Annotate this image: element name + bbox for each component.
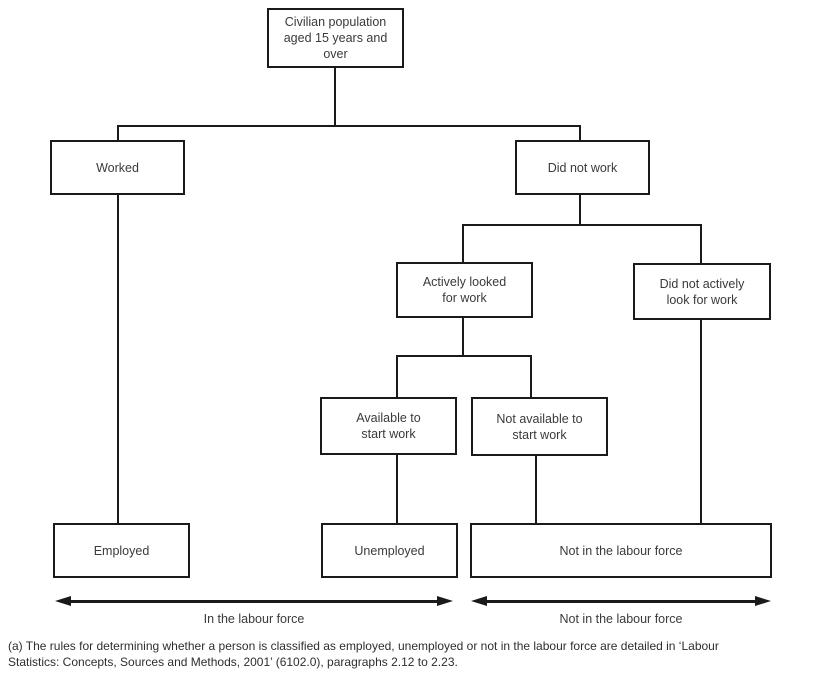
node-actively-looked-label: Actively looked for work <box>422 275 507 305</box>
node-did-not-work: Did not work <box>515 140 650 195</box>
node-civilian-population-label: Civilian population aged 15 years and ov… <box>283 15 388 61</box>
node-employed: Employed <box>53 523 190 578</box>
node-worked-label: Worked <box>96 160 139 175</box>
connector-line <box>117 125 581 127</box>
connector-line <box>700 320 702 523</box>
arrow-line <box>481 600 761 603</box>
footnote: (a) The rules for determining whether a … <box>8 639 719 669</box>
node-employed-label: Employed <box>93 543 150 558</box>
connector-line <box>535 456 537 523</box>
connector-line <box>579 125 581 140</box>
connector-line <box>396 355 398 397</box>
node-available-to-start-work: Available to start work <box>320 397 457 455</box>
node-worked: Worked <box>50 140 185 195</box>
in-labour-force-arrow <box>55 595 453 608</box>
node-not-available-to-start-work: Not available to start work <box>471 397 608 456</box>
not-in-labour-force-label: Not in the labour force <box>559 612 683 626</box>
connector-line <box>117 125 119 140</box>
in-labour-force-label: In the labour force <box>203 612 305 626</box>
connector-line <box>700 224 702 263</box>
connector-line <box>579 195 581 224</box>
connector-line <box>396 455 398 523</box>
node-did-not-work-label: Did not work <box>547 160 618 175</box>
node-did-not-actively-look: Did not actively look for work <box>633 263 771 320</box>
arrow-head-left-icon <box>471 596 487 606</box>
arrow-line <box>65 600 443 603</box>
connector-line <box>396 355 532 357</box>
node-civilian-population: Civilian population aged 15 years and ov… <box>267 8 404 68</box>
connector-line <box>530 355 532 397</box>
node-not-in-labour-force-label: Not in the labour force <box>559 543 683 558</box>
arrow-head-right-icon <box>437 596 453 606</box>
connector-line <box>462 224 702 226</box>
node-actively-looked-for-work: Actively looked for work <box>396 262 533 318</box>
connector-line <box>117 195 119 523</box>
node-not-available-label: Not available to start work <box>496 411 583 442</box>
node-unemployed: Unemployed <box>321 523 458 578</box>
node-available-label: Available to start work <box>356 411 421 441</box>
arrow-head-right-icon <box>755 596 771 606</box>
node-did-not-actively-label: Did not actively look for work <box>659 276 745 307</box>
node-unemployed-label: Unemployed <box>354 543 425 558</box>
not-in-labour-force-arrow <box>471 595 771 608</box>
connector-line <box>462 318 464 355</box>
arrow-head-left-icon <box>55 596 71 606</box>
connector-line <box>334 68 336 125</box>
node-not-in-labour-force: Not in the labour force <box>470 523 772 578</box>
connector-line <box>462 224 464 262</box>
